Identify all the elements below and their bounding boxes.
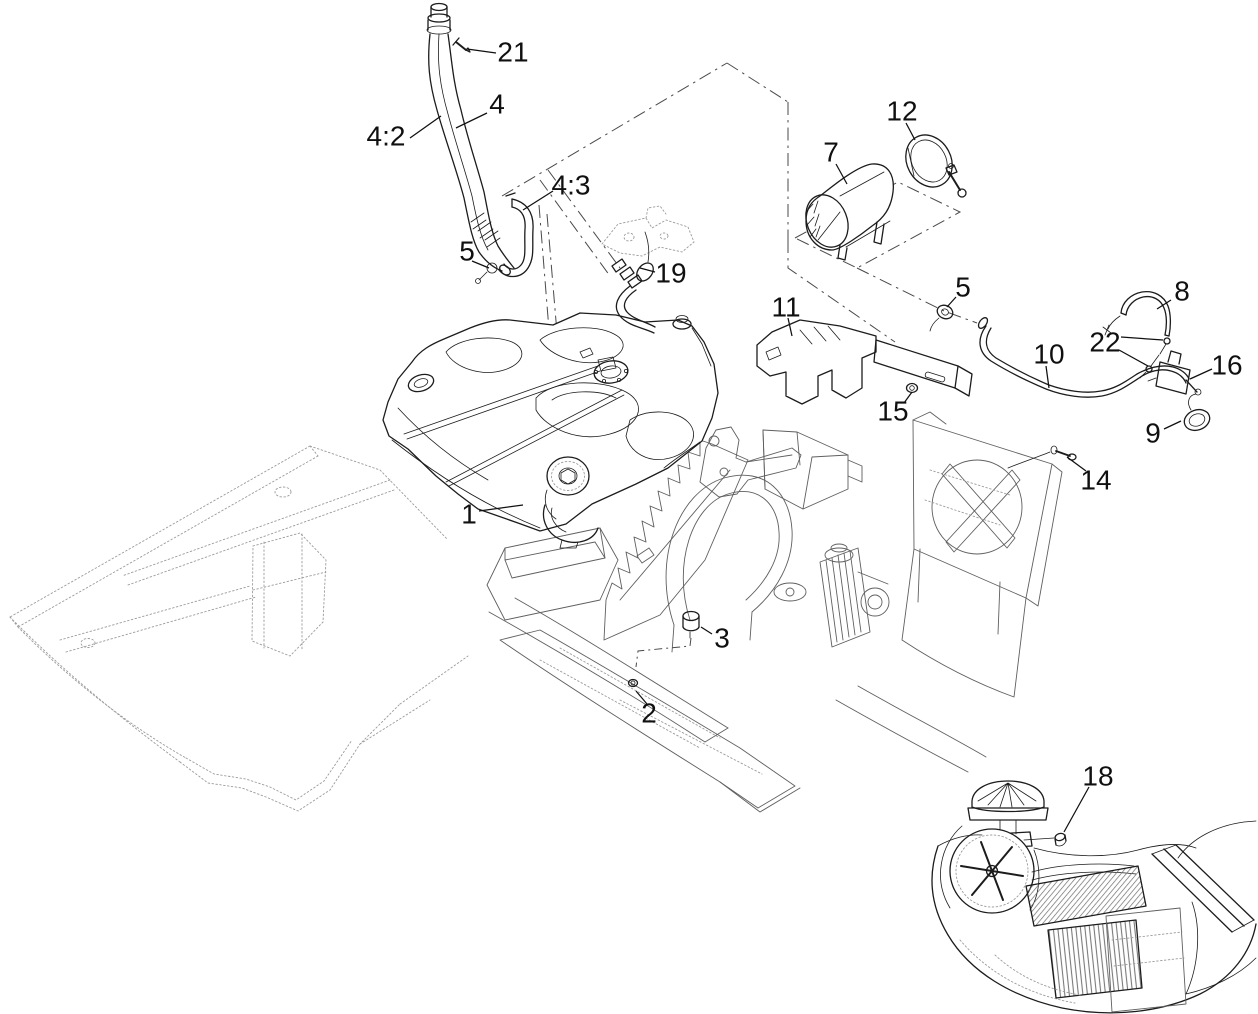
center-frame-illustration [486,411,1063,813]
grommet-illustration [929,304,954,332]
callout-label: 7 [823,137,839,168]
callout-4:3: 4:3 [522,170,591,211]
leader-line [635,690,648,705]
callout-3: 3 [700,623,730,654]
fuel-tank-illustration [382,285,719,549]
leader-line [1063,786,1090,833]
callout-19: 19 [639,258,687,289]
hose-4-3-illustration [498,192,534,278]
screw-14-illustration [1055,450,1071,457]
callout-18: 18 [1063,761,1114,833]
callout-22: 22 [1089,327,1164,367]
callout-14: 14 [1066,456,1112,496]
callout-label: 15 [877,396,908,427]
fuel-hose-illustration [977,317,1190,398]
callout-label: 14 [1080,465,1111,496]
leader-line [1120,336,1164,341]
callout-label: 4 [489,89,505,120]
callout-4: 4 [455,89,505,129]
callout-9: 9 [1145,418,1182,449]
nut-2-illustration [627,678,639,688]
callout-label: 1 [461,499,477,530]
leader-line [787,317,793,337]
callout-label: 2 [641,698,657,729]
callout-label: 16 [1211,350,1242,381]
leader-line [1189,368,1213,380]
callout-label: 4:2 [367,121,406,152]
clamp-illustration [905,134,967,198]
callout-label: 10 [1033,339,1064,370]
callout-label: 21 [497,37,528,68]
callout-8: 8 [1156,276,1190,310]
callout-label: 22 [1089,327,1120,358]
callout-5: 5 [459,236,490,269]
callout-21: 21 [466,37,529,68]
plug-18-illustration [1023,832,1067,847]
filler-tube-illustration [426,2,515,284]
fuel-pump-connector-illustration [611,231,654,289]
leader-line [455,112,488,129]
callout-16: 16 [1189,350,1243,381]
leader-line [903,391,913,404]
leader-line [1118,349,1149,367]
plug-3-illustration [682,610,700,622]
callout-layer: 21 4 4:2 4:3 5 19 12 7 11 5 8 22 10 16 15 9 14 1 3 2 18 [367,37,1243,833]
leader-line [1045,365,1050,389]
vent-hose-illustration [1102,290,1172,379]
callout-15: 15 [877,391,913,427]
leader-line [700,626,713,635]
leader-line [946,296,957,308]
leader-line [466,48,497,54]
valve-bracket-illustration [1007,350,1211,469]
callout-7: 7 [823,137,848,185]
callout-label: 12 [886,96,917,127]
leader-line [522,190,554,211]
leader-line [1156,299,1172,310]
pump-bracket-illustration [601,205,695,257]
frame-hardware-illustration [627,610,700,688]
callout-label: 18 [1082,761,1113,792]
leader-line [639,267,656,273]
callout-label: 19 [655,258,686,289]
heat-shield-illustration [756,319,973,405]
callout-label: 8 [1174,276,1190,307]
callout-1: 1 [461,499,524,530]
callout-label: 9 [1145,418,1161,449]
engine-illustration [931,780,1257,1014]
callout-label: 5 [955,272,971,303]
callout-label: 4:3 [552,170,591,201]
leader-line [409,115,442,139]
callout-label: 11 [771,292,800,323]
leader-line [1066,456,1087,472]
callout-label: 5 [459,236,475,267]
leader-line [905,122,916,141]
leader-line [835,163,848,185]
callout-11: 11 [771,292,801,337]
leader-line [478,504,524,512]
callout-5: 5 [946,272,971,308]
left-frame-illustration [9,445,469,812]
callout-2: 2 [635,690,657,729]
callout-12: 12 [886,96,918,141]
cap-9-illustration [1183,408,1211,432]
callout-10: 10 [1033,339,1065,389]
leader-line [471,260,490,269]
callout-4:2: 4:2 [367,115,442,152]
nut-15-illustration [905,382,919,394]
callout-label: 3 [714,623,730,654]
leader-line [1163,420,1182,430]
canister-illustration [805,163,894,261]
